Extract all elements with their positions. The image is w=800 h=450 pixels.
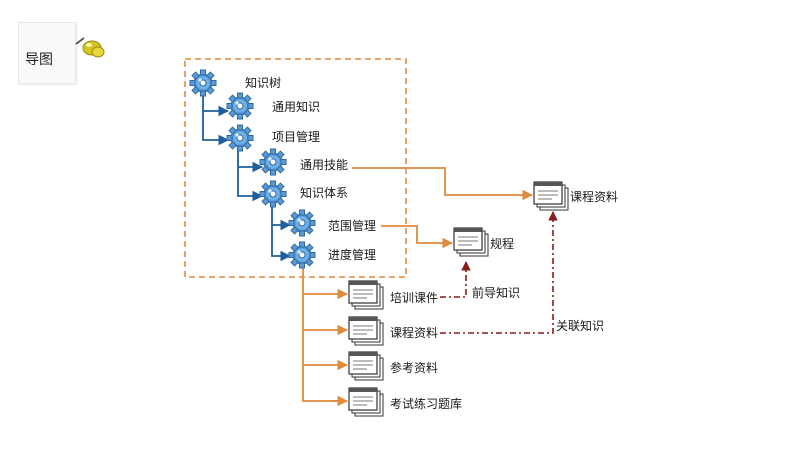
gear-icon-general-skills <box>259 148 287 176</box>
doc-label-regulations: 规程 <box>490 237 515 251</box>
node-label-scope-management: 范围管理 <box>328 219 377 233</box>
gear-icon-schedule-management <box>288 241 316 269</box>
pushpin-icon <box>75 37 105 58</box>
title-card-label: 导图 <box>25 52 53 68</box>
gear-icon-general-knowledge <box>226 92 254 120</box>
tree-connectors <box>202 93 292 262</box>
document-stack-icon-course-material <box>348 316 384 346</box>
relation-label-prerequisite: 前导知识 <box>472 286 521 300</box>
gear-icon-project-management <box>226 124 254 152</box>
node-label-schedule-management: 进度管理 <box>328 248 377 262</box>
doc-label-course-material-top: 课程资料 <box>570 190 619 204</box>
gear-icon-scope-management <box>288 209 316 237</box>
doc-label-training-courseware: 培训课件 <box>390 291 439 305</box>
node-label-knowledge-system: 知识体系 <box>300 186 349 200</box>
node-label-root: 知识树 <box>245 76 282 90</box>
gear-icon-root <box>189 69 217 97</box>
document-stack-icon-training-courseware <box>348 280 384 310</box>
document-stack-icon-regulations <box>453 227 489 257</box>
doc-label-course-material: 课程资料 <box>390 326 439 340</box>
doc-label-reference-material: 参考资料 <box>390 361 439 375</box>
relation-connectors <box>440 211 558 334</box>
gear-icon-knowledge-system <box>259 180 287 208</box>
resource-connectors <box>302 167 534 407</box>
node-label-general-skills: 通用技能 <box>300 158 349 172</box>
document-stack-icon-reference-material <box>348 351 384 381</box>
document-stack-icon-course-material-top <box>533 181 569 211</box>
doc-label-exam-question-bank: 考试练习题库 <box>390 397 463 411</box>
relation-label-associated: 关联知识 <box>556 319 605 333</box>
document-stack-icon-exam-question-bank <box>348 387 384 417</box>
node-label-project-management: 项目管理 <box>272 130 321 144</box>
title-card: 导图 <box>18 22 76 84</box>
node-label-general-knowledge: 通用知识 <box>272 100 321 114</box>
